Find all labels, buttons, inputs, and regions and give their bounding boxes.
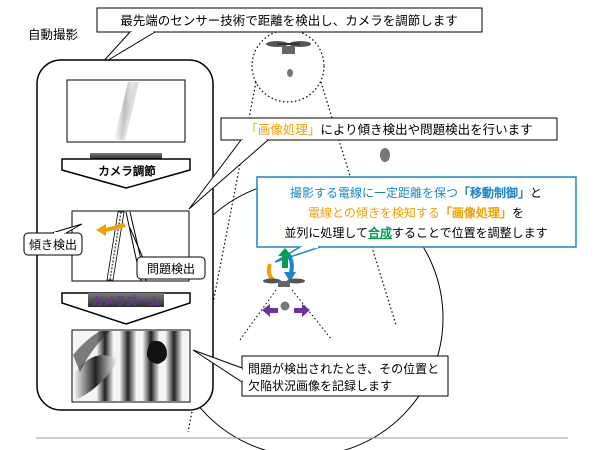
device-title: 自動撮影	[28, 27, 79, 42]
tilt-detect-callout: 傾き検出	[23, 223, 83, 256]
info-line-1a: 撮影する電線に一定距離を保つ	[290, 185, 458, 200]
problem-detect-label: 問題検出	[147, 262, 195, 276]
camera-lens-icon	[280, 301, 290, 311]
info-line-2a: 電線との傾きを検知する	[308, 205, 440, 220]
info-line-3b: 合成	[368, 225, 392, 240]
camera-zoom-arrow: カメラズーム	[61, 292, 191, 325]
info-line-3c: することで位置を調整します	[392, 225, 548, 240]
camera-adjust-arrow: カメラ調節	[61, 153, 191, 189]
tilt-arrow-icon	[96, 223, 126, 236]
record-line-2: 欠陥状況画像を記録します	[248, 378, 392, 393]
info-line-2: 電線との傾きを検知する「画像処理」を	[308, 205, 524, 220]
top-callout-text: 最先端のセンサー技術で距離を検出し、カメラを調節します	[120, 13, 458, 28]
image-processing-quote: 「画像処理」	[245, 122, 320, 137]
zoom-arrow-left-icon	[262, 304, 278, 317]
info-line-1b: 「移動制御」	[458, 185, 530, 200]
info-line-3: 並列に処理して合成することで位置を調整します	[284, 225, 547, 240]
info-line-3a: 並列に処理して	[284, 226, 368, 240]
screen-zoom	[71, 329, 191, 403]
defect-spot-icon	[146, 340, 167, 364]
camera-zoom-label: カメラズーム	[92, 294, 161, 308]
info-line-1: 撮影する電線に一定距離を保つ「移動制御」と	[290, 185, 542, 200]
info-line-2b: 「画像処理」	[440, 205, 512, 220]
drone-icon	[266, 41, 311, 54]
zoom-arrow-right-icon	[294, 304, 310, 317]
image-processing-rest: により傾き検出や問題検出を行います	[320, 122, 532, 137]
wire-dot-icon	[287, 69, 293, 77]
tilt-detect-label: 傾き検出	[29, 238, 77, 252]
image-processing-callout: 「画像処理」により傾き検出や問題検出を行います	[188, 117, 558, 210]
image-processing-text: 「画像処理」により傾き検出や問題検出を行います	[245, 122, 532, 137]
problem-detect-callout: 問題検出	[129, 227, 206, 280]
record-callout: 問題が検出されたとき、その位置と 欠陥状況画像を記録します	[192, 349, 449, 397]
info-box: 撮影する電線に一定距離を保つ「移動制御」と 電線との傾きを検知する「画像処理」を…	[256, 176, 577, 263]
top-callout: 最先端のセンサー技術で距離を検出し、カメラを調節します	[96, 7, 483, 66]
drone-range-circle	[251, 29, 325, 103]
record-line-1: 問題が検出されたとき、その位置と	[248, 361, 439, 376]
info-line-1c: と	[530, 186, 542, 200]
camera-adjust-label: カメラ調節	[98, 164, 156, 178]
lens-line-left	[239, 289, 277, 341]
wire-dot-icon	[380, 148, 390, 162]
drone-adjust-icon	[263, 248, 305, 287]
lens-line-right	[291, 289, 333, 341]
info-line-2c: を	[512, 206, 524, 220]
screen-raw	[66, 79, 186, 143]
